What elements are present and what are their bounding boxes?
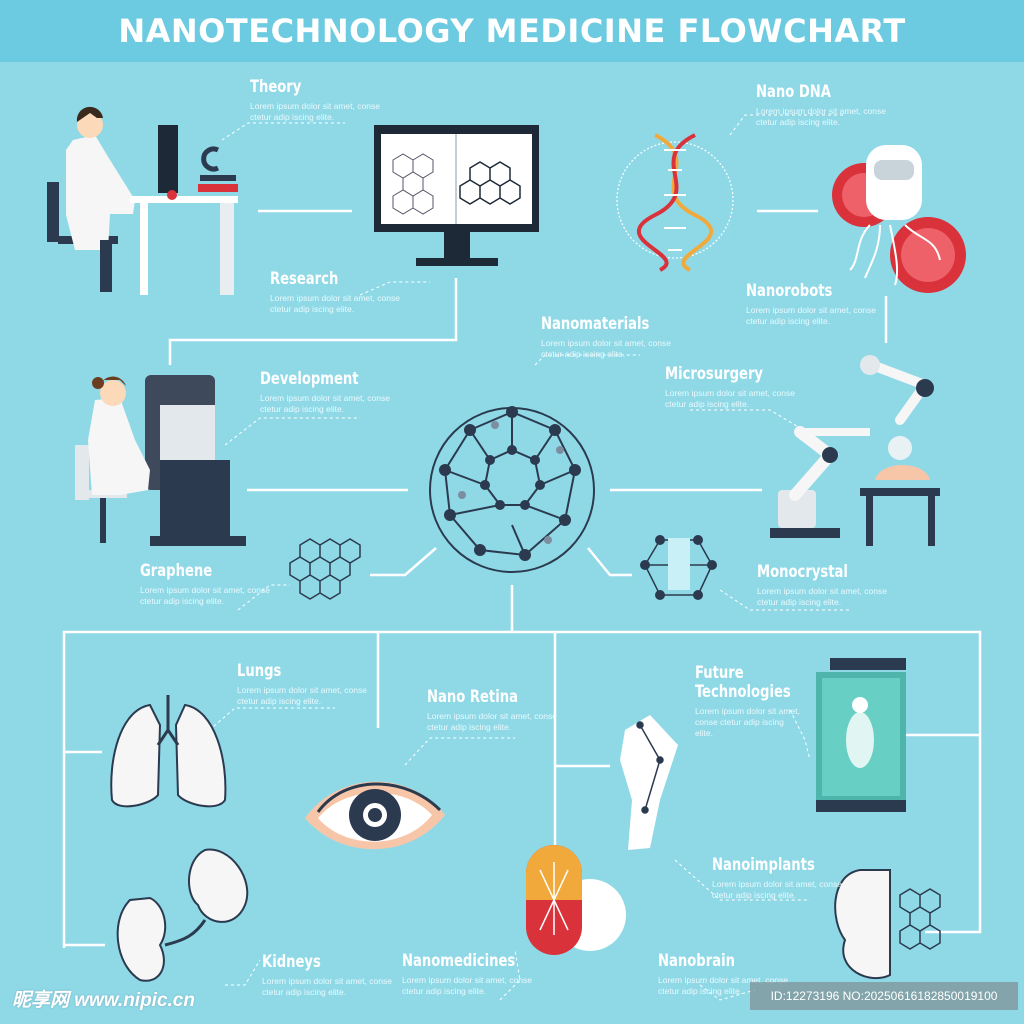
label-theory-title: Theory [250, 77, 302, 97]
nanoimplant-hand-illustration [620, 715, 678, 850]
label-nano-dna: Nano DNA Lorem ipsum dolor sit amet, con… [756, 83, 896, 128]
label-development: Development Lorem ipsum dolor sit amet, … [260, 370, 400, 415]
label-monocrystal-text: Lorem ipsum dolor sit amet, conse ctetur… [757, 586, 887, 607]
label-research-text: Lorem ipsum dolor sit amet, conse ctetur… [270, 293, 400, 314]
label-nano-dna-text: Lorem ipsum dolor sit amet, conse ctetur… [756, 106, 886, 127]
label-nanoimplants: Nanoimplants Lorem ipsum dolor sit amet,… [712, 856, 852, 901]
label-development-text: Lorem ipsum dolor sit amet, conse ctetur… [260, 393, 390, 414]
label-nanomedicines-title: Nanomedicines [402, 951, 516, 971]
label-microsurgery-title: Microsurgery [665, 364, 764, 384]
header-bar [0, 0, 1024, 62]
watermark: 昵享网 www.nipic.cn [12, 990, 195, 1011]
scientist-workstation-illustration [75, 375, 246, 546]
label-lungs-text: Lorem ipsum dolor sit amet, conse ctetur… [237, 685, 367, 706]
label-theory-text: Lorem ipsum dolor sit amet, conse ctetur… [250, 101, 380, 122]
computer-monitor-illustration [374, 125, 539, 266]
label-microsurgery-text: Lorem ipsum dolor sit amet, conse ctetur… [665, 388, 795, 409]
label-theory: Theory Lorem ipsum dolor sit amet, conse… [250, 78, 390, 123]
graphene-lattice-illustration [289, 538, 361, 600]
image-id-bar: ID:12273196 NO:20250616182850019100 [750, 982, 1018, 1010]
label-microsurgery: Microsurgery Lorem ipsum dolor sit amet,… [665, 365, 805, 410]
surgical-robot-illustration [770, 355, 940, 546]
label-kidneys-title: Kidneys [262, 952, 321, 972]
nanomedicine-pill-illustration [526, 845, 626, 955]
kidneys-illustration [116, 848, 249, 982]
lungs-illustration [110, 695, 227, 808]
label-kidneys: Kidneys Lorem ipsum dolor sit amet, cons… [262, 953, 402, 998]
label-lungs: Lungs Lorem ipsum dolor sit amet, conse … [237, 662, 377, 707]
label-research-title: Research [270, 269, 339, 289]
nanorobot-illustration [832, 145, 966, 293]
label-nanorobots-title: Nanorobots [746, 281, 833, 301]
label-monocrystal: Monocrystal Lorem ipsum dolor sit amet, … [757, 563, 897, 608]
label-nanobrain-title: Nanobrain [658, 951, 735, 971]
future-technology-capsule-illustration [816, 658, 906, 812]
dna-helix-illustration [616, 133, 734, 272]
label-nanomedicines: Nanomedicines Lorem ipsum dolor sit amet… [402, 952, 542, 997]
label-nano-retina-text: Lorem ipsum dolor sit amet, conse ctetur… [427, 711, 557, 732]
monocrystal-illustration [640, 535, 717, 600]
label-nano-retina: Nano Retina Lorem ipsum dolor sit amet, … [427, 688, 567, 733]
label-future-technologies-title: Future Technologies [695, 663, 791, 702]
label-nanoimplants-title: Nanoimplants [712, 855, 815, 875]
page-title: NANOTECHNOLOGY MEDICINE FLOWCHART [118, 12, 906, 50]
label-graphene-title: Graphene [140, 561, 213, 581]
label-graphene-text: Lorem ipsum dolor sit amet, conse ctetur… [140, 585, 270, 606]
label-monocrystal-title: Monocrystal [757, 562, 848, 582]
label-nanobrain: Nanobrain Lorem ipsum dolor sit amet, co… [658, 952, 798, 997]
label-nano-retina-title: Nano Retina [427, 687, 518, 707]
scientist-desk-illustration [47, 106, 238, 295]
label-research: Research Lorem ipsum dolor sit amet, con… [270, 270, 410, 315]
nano-retina-eye-illustration [305, 781, 445, 850]
label-nanomaterials-title: Nanomaterials [541, 314, 650, 334]
fullerene-molecule-illustration [429, 406, 595, 573]
label-nanomaterials-text: Lorem ipsum dolor sit amet, conse ctetur… [541, 338, 671, 359]
label-nanomedicines-text: Lorem ipsum dolor sit amet, conse ctetur… [402, 975, 532, 996]
label-development-title: Development [260, 369, 359, 389]
nanobrain-illustration [834, 869, 941, 980]
label-nano-dna-title: Nano DNA [756, 82, 831, 102]
label-graphene: Graphene Lorem ipsum dolor sit amet, con… [140, 562, 280, 607]
connector-lines [62, 209, 982, 948]
label-nanoimplants-text: Lorem ipsum dolor sit amet, conse ctetur… [712, 879, 842, 900]
label-lungs-title: Lungs [237, 661, 282, 681]
dashed-leaders [199, 114, 850, 1001]
label-nanomaterials: Nanomaterials Lorem ipsum dolor sit amet… [541, 315, 681, 360]
label-nanorobots: Nanorobots Lorem ipsum dolor sit amet, c… [746, 282, 886, 327]
label-kidneys-text: Lorem ipsum dolor sit amet, conse ctetur… [262, 976, 392, 997]
label-future-technologies-text: Lorem ipsum dolor sit amet, conse ctetur… [695, 706, 800, 738]
label-future-technologies: Future Technologies Lorem ipsum dolor si… [695, 664, 800, 739]
label-nanorobots-text: Lorem ipsum dolor sit amet, conse ctetur… [746, 305, 876, 326]
label-nanobrain-text: Lorem ipsum dolor sit amet, conse ctetur… [658, 975, 788, 996]
